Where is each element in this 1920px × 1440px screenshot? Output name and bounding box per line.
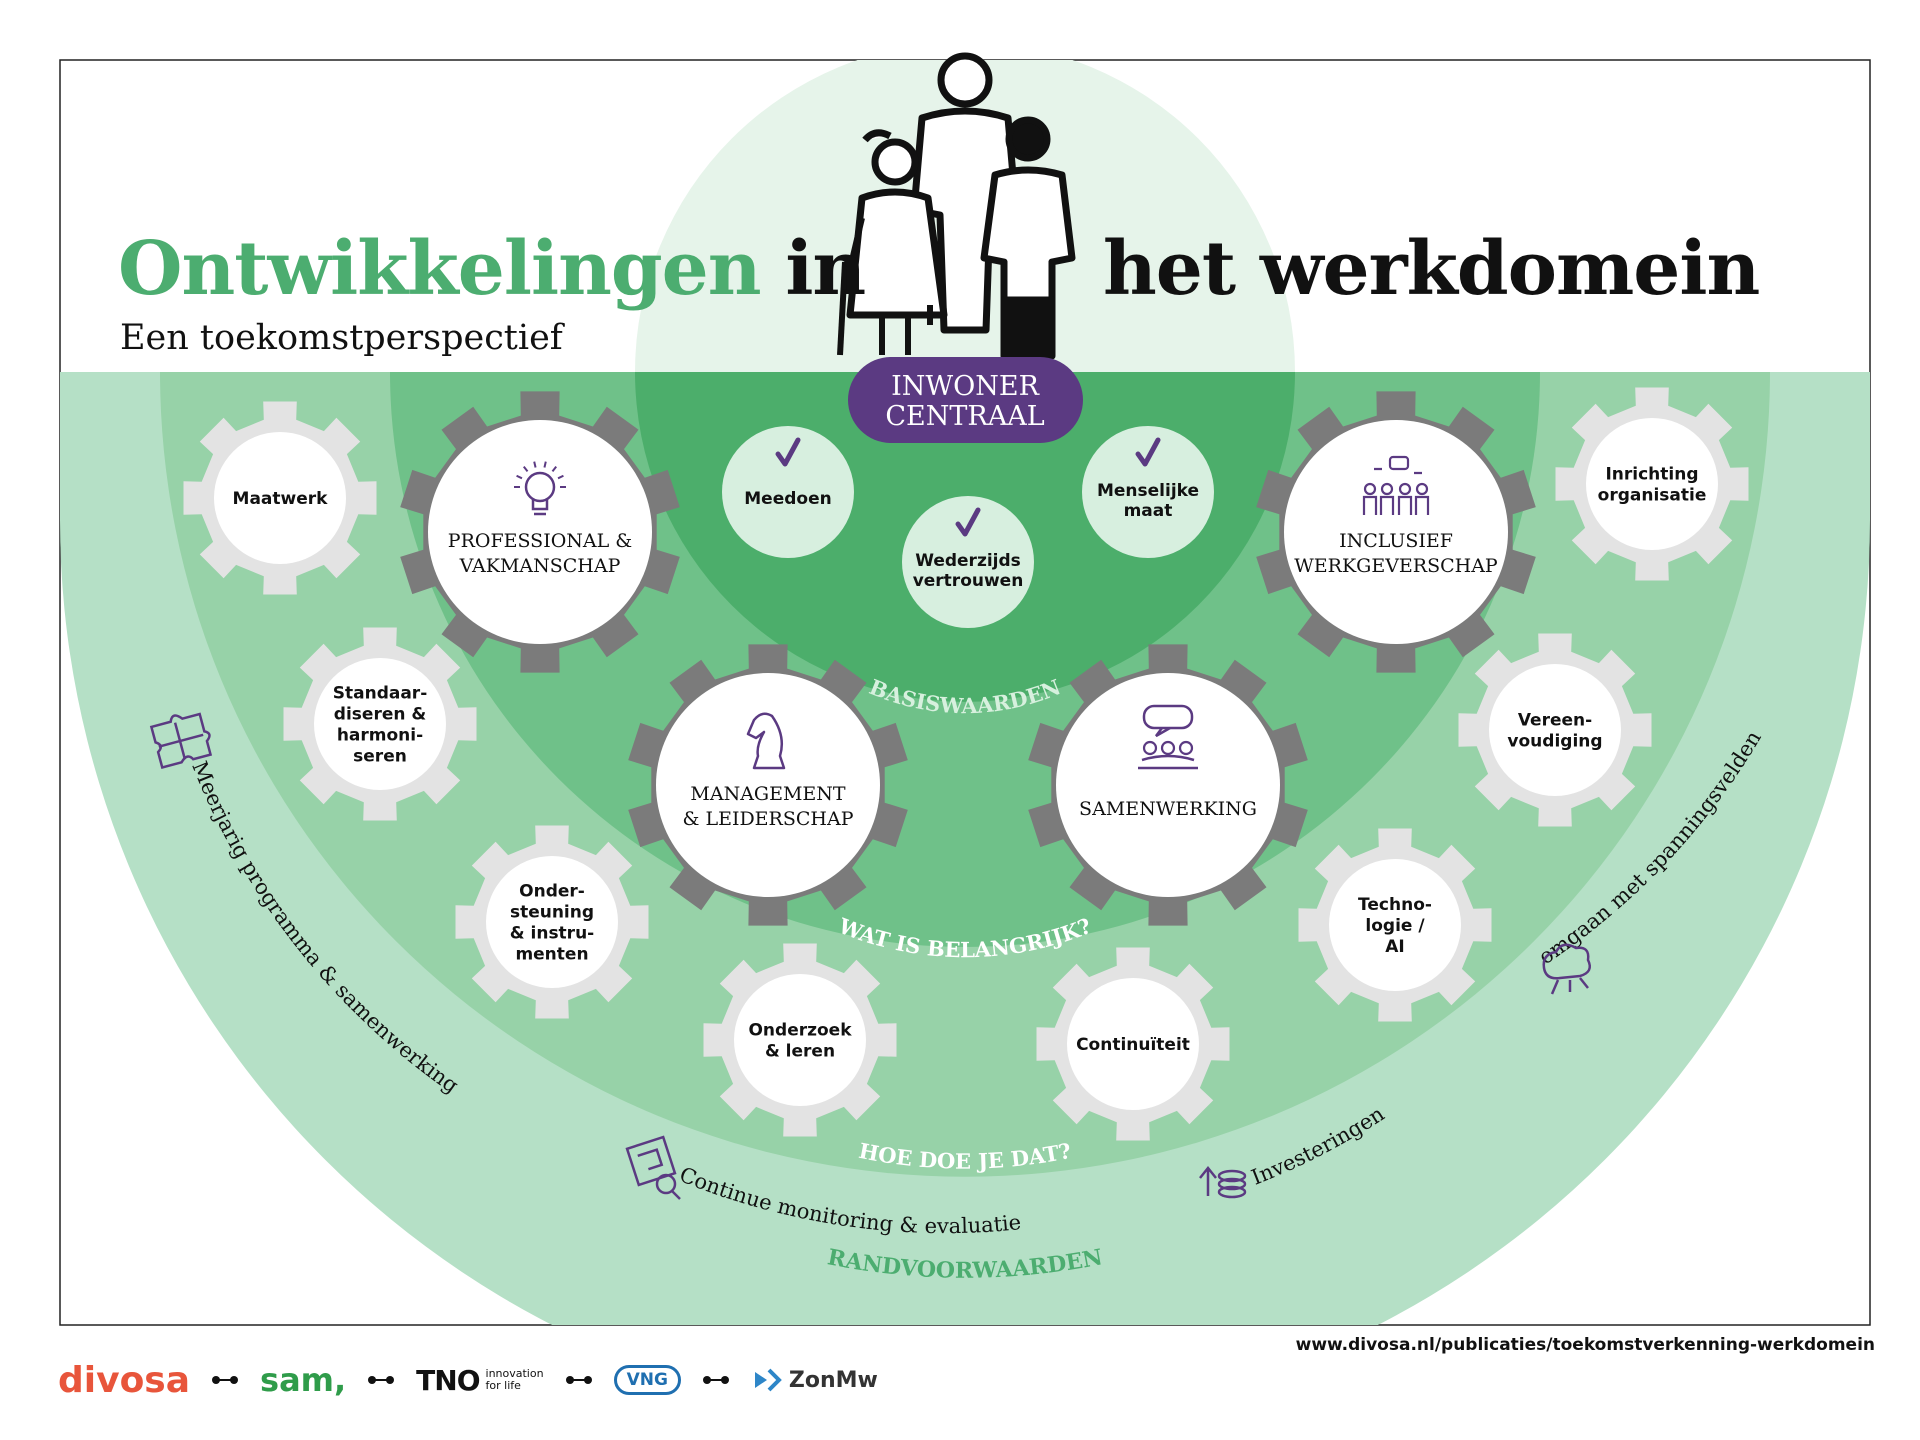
check-icon: [955, 507, 981, 537]
small-gear: Continuïteit: [1036, 947, 1230, 1141]
people-speech-icon: [1362, 455, 1430, 515]
connector-icon: [702, 1375, 729, 1385]
title-part-1: Ontwikkelingen: [118, 226, 762, 312]
vng-logo: VNG: [613, 1365, 681, 1395]
lightbulb-icon: [514, 461, 566, 516]
title-part-2: in: [785, 226, 866, 312]
small-gear-label-line: Onder-: [519, 882, 585, 902]
value-label-line-1: Meedoen: [744, 489, 831, 509]
small-gear-label-line: steuning: [510, 903, 594, 923]
inwoner-centraal-badge: INWONER CENTRAAL: [848, 357, 1083, 443]
small-gear-label-line: harmoni-: [337, 726, 423, 746]
badge-line-2: CENTRAAL: [885, 401, 1044, 432]
big-gear-label-line-2: WERKGEVERSCHAP: [1294, 555, 1498, 577]
big-gear-label-line-2: & LEIDERSCHAP: [683, 808, 854, 830]
small-gear-label-line: menten: [515, 945, 588, 965]
sam-logo: sam,: [260, 1361, 347, 1399]
tno-tagline-1: innovation: [485, 1367, 544, 1380]
small-gear-label-line: Vereen-: [1518, 711, 1592, 731]
small-gear-label-line: Onderzoek: [748, 1021, 852, 1041]
big-gear-label-line-2: VAKMANSCHAP: [459, 555, 621, 577]
people-group-icon: [837, 52, 1076, 360]
small-gear-label-line: & leren: [765, 1042, 835, 1062]
small-gear: Onder-steuning& instru-menten: [455, 825, 649, 1019]
coins-growth-icon: [1199, 1165, 1247, 1199]
page-title-right: het werkdomein: [1103, 226, 1760, 326]
puzzle-icon: [149, 712, 213, 770]
page-title: Ontwikkelingen in: [118, 226, 866, 326]
small-gear-label-line: logie /: [1365, 916, 1425, 936]
maze-magnifier-icon: [625, 1135, 681, 1200]
small-gear: Vereen-voudiging: [1458, 633, 1652, 827]
small-gear: Standaar-diseren &harmoni-seren: [283, 627, 477, 821]
connector-icon: [368, 1375, 395, 1385]
big-gear-label-line-1: INCLUSIEF: [1339, 530, 1453, 552]
chess-knight-icon: [746, 712, 786, 770]
big-gear-label-line-1: PROFESSIONAL &: [448, 530, 633, 552]
zonmw-mark-icon: [754, 1368, 782, 1392]
title-part-3: het werkdomein: [1103, 226, 1760, 312]
connector-icon: [212, 1375, 239, 1385]
divosa-logo: divosa: [58, 1359, 191, 1401]
small-gear-label-line: seren: [353, 747, 407, 767]
value-label-line-2: vertrouwen: [913, 571, 1024, 591]
zonmw-logo: ZonMw: [751, 1366, 878, 1394]
small-gear-label-line: Maatwerk: [233, 489, 329, 509]
big-gear-label-line-1: MANAGEMENT: [690, 783, 846, 805]
small-gear: Techno-logie /AI: [1298, 828, 1492, 1022]
tno-tagline-2: for life: [485, 1379, 521, 1392]
small-gear-label-line: Standaar-: [333, 684, 428, 704]
small-gear-label-line: Techno-: [1358, 895, 1432, 915]
zonmw-wordmark: ZonMw: [788, 1367, 878, 1393]
tno-wordmark: TNO: [416, 1363, 480, 1397]
page-subtitle: Een toekomstperspectief: [120, 318, 563, 358]
value-label-line-2: maat: [1124, 501, 1173, 521]
small-gear-label-line: diseren &: [334, 705, 427, 725]
small-gear-label-line: voudiging: [1507, 732, 1602, 752]
brain-storm-icon: [1542, 943, 1591, 995]
small-gear-label-line: organisatie: [1598, 486, 1707, 506]
small-gear-label-line: AI: [1385, 937, 1404, 957]
big-gear: MANAGEMENT & LEIDERSCHAP: [628, 644, 908, 926]
small-gear: Onderzoek& leren: [703, 943, 897, 1137]
big-gear: SAMENWERKING: [1028, 644, 1308, 926]
connector-icon: [565, 1375, 592, 1385]
value-label-line-1: Menselijke: [1097, 481, 1199, 501]
small-gear-label-line: & instru-: [510, 924, 594, 944]
meeting-icon: [1138, 704, 1198, 770]
check-icon: [775, 437, 801, 467]
value-label-line-1: Wederzijds: [915, 551, 1021, 571]
big-gear: PROFESSIONAL & VAKMANSCHAP: [400, 391, 680, 673]
big-gear-label-line-1: SAMENWERKING: [1079, 798, 1257, 820]
check-icon: [1135, 437, 1161, 467]
small-gear-label-line: Continuïteit: [1076, 1035, 1190, 1055]
source-url[interactable]: www.divosa.nl/publicaties/toekomstverken…: [1295, 1335, 1875, 1355]
small-gear: Maatwerk: [183, 401, 377, 595]
value-circle: Meedoen: [722, 426, 854, 558]
badge-line-1: INWONER: [891, 371, 1040, 402]
small-gear-label-line: Inrichting: [1605, 465, 1698, 485]
big-gear: INCLUSIEF WERKGEVERSCHAP: [1256, 391, 1536, 673]
